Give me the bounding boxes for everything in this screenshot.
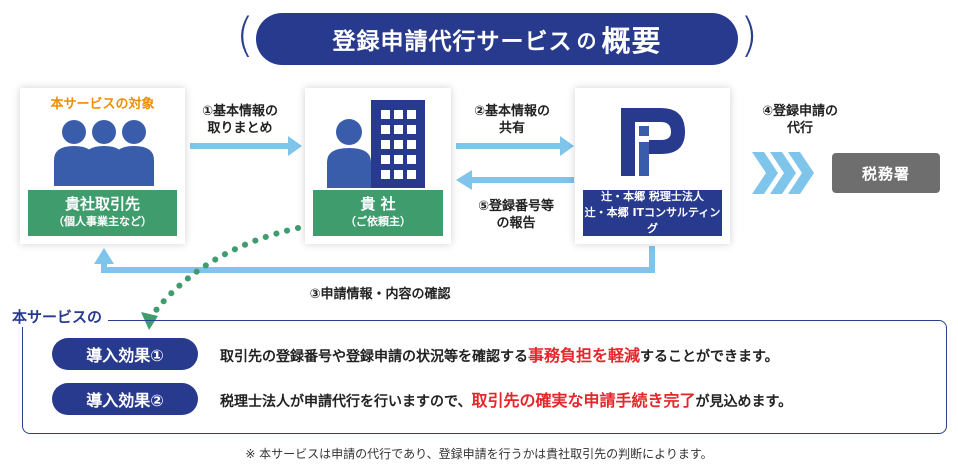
effect1-post: することができます。: [640, 349, 779, 365]
step4-line2: 代行: [786, 121, 813, 136]
step1-label: ①基本情報の 取りまとめ: [190, 103, 290, 137]
client-box: 本サービスの対象 貴社取引先 （個人事業主など）: [20, 88, 185, 244]
people-group-icon: [54, 120, 154, 186]
target-label: 本サービスの対象: [50, 97, 155, 112]
effect-row-1: 導入効果① 取引先の登録番号や登録申請の状況等を確認する事務負担を軽減することが…: [52, 338, 779, 370]
title-paren-left: (: [236, 8, 254, 62]
step3-label: ③申請情報・内容の確認: [309, 287, 451, 302]
arrow-step1: [190, 136, 302, 156]
company-label: 貴 社 （ご依頼主）: [313, 190, 443, 236]
firm-box: 辻・本郷 税理士法人 辻・本郷 ITコンサルティング: [575, 88, 730, 244]
person-building-icon: [327, 100, 425, 188]
client-sub: （個人事業主など）: [53, 215, 152, 228]
firm-logo-icon: [621, 108, 685, 176]
company-name: 貴 社: [360, 195, 396, 213]
step1-line1: ①基本情報の: [201, 104, 278, 119]
effect2-pre: 税理士法人が申請代行を行いますので、: [220, 394, 472, 410]
footnote: ※ 本サービスは申請の代行であり、登録申請を行うかは貴社取引先の判断によります。: [245, 447, 713, 461]
step2-line1: ②基本情報の: [473, 104, 550, 119]
chevron-arrows-icon: [752, 152, 814, 194]
effect-row-2: 導入効果② 税理士法人が申請代行を行いますので、取引先の確実な申請手続き完了が見…: [52, 383, 792, 415]
step5-line1: ⑤登録番号等: [477, 199, 554, 214]
arrow-step5: [456, 170, 574, 190]
effect2-post: が見込めます。: [695, 394, 793, 410]
effect-badge-1: 導入効果①: [52, 338, 198, 370]
arrow-step2: [456, 136, 574, 156]
firm-label: 辻・本郷 税理士法人 辻・本郷 ITコンサルティング: [583, 190, 722, 236]
tax-office-box: 税務署: [832, 153, 940, 193]
step5-label: ⑤登録番号等 の報告: [464, 198, 568, 232]
effect1-pre: 取引先の登録番号や登録申請の状況等を確認する: [220, 349, 528, 365]
title-particle: の: [576, 28, 598, 53]
client-name: 貴社取引先: [64, 195, 140, 213]
firm-line2: 辻・本郷 ITコンサルティング: [584, 206, 721, 235]
title-block: ( 登録申請代行サービス の 概要 ): [236, 8, 758, 68]
step2-label: ②基本情報の 共有: [460, 103, 564, 137]
step4-line1: ④登録申請の: [761, 104, 838, 119]
dotted-curve-arrow: [141, 225, 301, 330]
arrow-step3: [94, 246, 655, 273]
effect2-emphasis: 取引先の確実な申請手続き完了: [471, 391, 696, 410]
effect1-emphasis: 事務負担を軽減: [528, 346, 641, 365]
title-main: 登録申請代行サービス: [332, 29, 573, 55]
effect-text-1: 取引先の登録番号や登録申請の状況等を確認する事務負担を軽減することができます。: [220, 342, 779, 366]
step1-line2: 取りまとめ: [207, 121, 273, 136]
effect-text-2: 税理士法人が申請代行を行いますので、取引先の確実な申請手続き完了が見込めます。: [220, 387, 792, 411]
effects-heading: 本サービスの: [6, 306, 109, 327]
company-box: 貴 社 （ご依頼主）: [305, 88, 451, 244]
effect-badge-2: 導入効果②: [52, 383, 198, 415]
client-label: 貴社取引先 （個人事業主など）: [28, 190, 177, 236]
title-paren-right: ): [740, 8, 758, 62]
effects-frame: [22, 320, 947, 434]
title-emphasis: 概要: [601, 24, 662, 58]
step5-line2: の報告: [496, 216, 536, 231]
step2-line2: 共有: [498, 121, 525, 136]
company-sub: （ご依頼主）: [345, 215, 411, 228]
step4-label: ④登録申請の 代行: [745, 103, 855, 137]
page-title: 登録申請代行サービス の 概要: [256, 13, 738, 65]
firm-line1: 辻・本郷 税理士法人: [601, 190, 704, 203]
